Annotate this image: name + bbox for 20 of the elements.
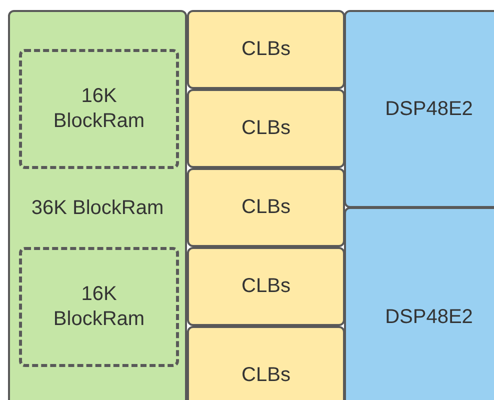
block-label: CLBs: [240, 116, 292, 141]
block-label: 36K BlockRam: [30, 196, 165, 221]
block-label: CLBs: [240, 195, 292, 220]
block-label: CLBs: [240, 274, 292, 299]
block-label: CLBs: [240, 37, 292, 62]
memory-block: [8, 10, 187, 400]
dsp-block: [344, 207, 494, 400]
logic-block: [187, 89, 345, 168]
dsp-block: [344, 10, 494, 208]
logic-block: [187, 168, 345, 247]
block-label: DSP48E2: [384, 305, 474, 330]
logic-block: [187, 10, 345, 89]
block-label: CLBs: [240, 363, 292, 388]
logic-block: [187, 247, 345, 326]
memory-sub-block: [19, 49, 179, 169]
block-label: 16K BlockRam: [52, 84, 146, 134]
memory-sub-block: [19, 247, 179, 367]
logic-block: [187, 326, 345, 400]
block-label: DSP48E2: [384, 96, 474, 122]
block-label: 16K BlockRam: [52, 282, 146, 332]
